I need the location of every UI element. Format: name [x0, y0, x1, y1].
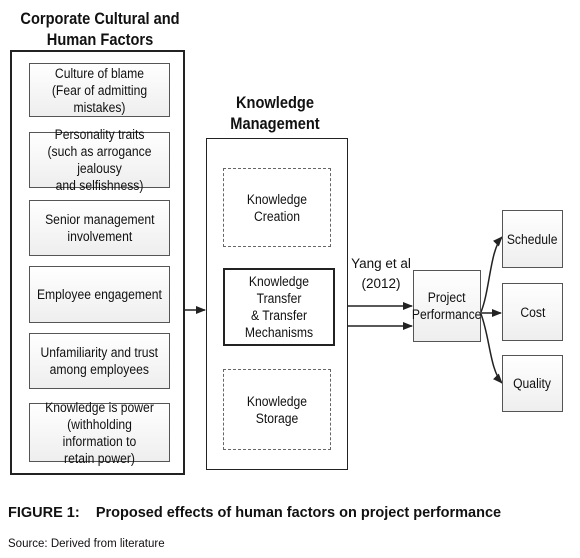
knowledge-creation-box: Knowledge Creation [223, 168, 331, 247]
citation-label: Yang et al (2012) [348, 254, 414, 294]
citation-line2: (2012) [361, 276, 401, 291]
citation-line1: Yang et al [351, 256, 411, 271]
figure-source: Source: Derived from literature [8, 538, 165, 550]
factors-title-line2: Human Factors [46, 30, 154, 49]
figure-caption: FIGURE 1: Proposed effects of human fact… [8, 505, 578, 521]
km-title-line2: Management [230, 114, 320, 133]
km-title-line1: Knowledge [236, 93, 314, 112]
caption-text: Proposed effects of human factors on pro… [95, 505, 502, 521]
factor-culture-of-blame: Culture of blame(Fear of admitting mista… [29, 63, 170, 117]
factor-personality-traits: Personality traits(such as arrogance jea… [29, 127, 170, 193]
factors-title-line1: Corporate Cultural and [20, 9, 180, 28]
factor-employee-engagement: Employee engagement [29, 266, 170, 323]
outcome-cost: Cost [502, 283, 563, 341]
arrow-to-schedule [480, 236, 503, 313]
outcome-quality: Quality [502, 355, 563, 412]
arrow-to-quality [480, 313, 503, 384]
factor-knowledge-is-power: Knowledge is power(withholding informati… [29, 400, 170, 466]
knowledge-storage-box: Knowledge Storage [223, 369, 331, 450]
factors-title: Corporate Cultural and Human Factors [14, 8, 186, 50]
km-title: Knowledge Management [211, 92, 340, 134]
caption-label: FIGURE 1: [8, 505, 80, 521]
outcome-schedule: Schedule [502, 210, 563, 268]
